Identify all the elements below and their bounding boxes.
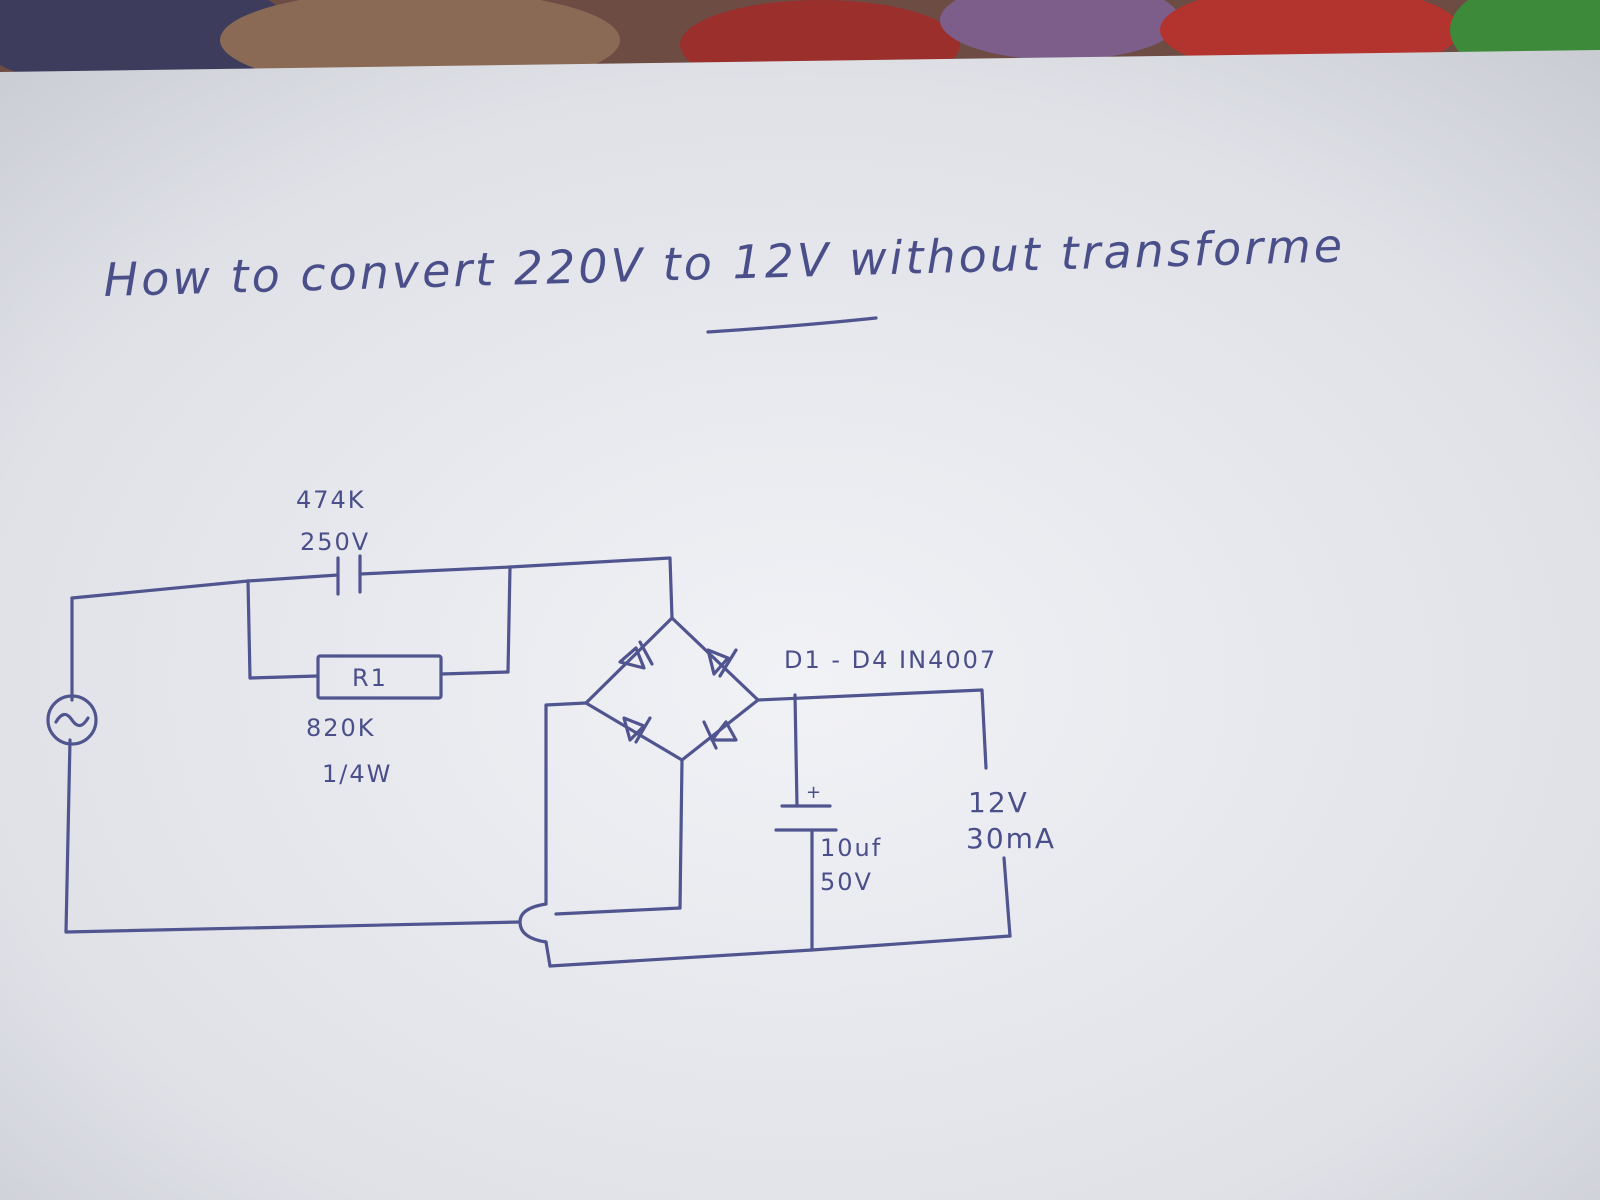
resistor-name-label: R1 (352, 664, 388, 692)
diodes-label: D1 - D4 IN4007 (784, 646, 997, 674)
resistor-power-label: 1/4W (322, 760, 392, 788)
paper-sheet (0, 50, 1600, 1200)
bridge-rectifier (584, 616, 760, 762)
filter-cap-polarity-mark: + (806, 782, 823, 803)
filter-capacitor-10uf (774, 804, 838, 832)
capacitor-voltage-label: 250V (300, 528, 370, 556)
diode-d1-icon (618, 640, 654, 670)
filter-cap-value-label: 10uf (820, 834, 882, 862)
diode-d4-icon (702, 720, 738, 750)
diode-d3-icon (622, 716, 652, 744)
title-underline (706, 316, 878, 334)
resistor-value-label: 820K (306, 714, 376, 742)
resistor-r1 (316, 654, 443, 700)
capacitor-474k (336, 554, 362, 596)
output-current-label: 30mA (966, 822, 1056, 855)
output-voltage-label: 12V (968, 786, 1029, 819)
capacitor-value-label: 474K (296, 486, 366, 514)
diode-d2-icon (706, 648, 738, 678)
filter-cap-voltage-label: 50V (820, 868, 873, 896)
ac-source-icon (46, 694, 98, 746)
circuit-wiring (64, 556, 1012, 968)
